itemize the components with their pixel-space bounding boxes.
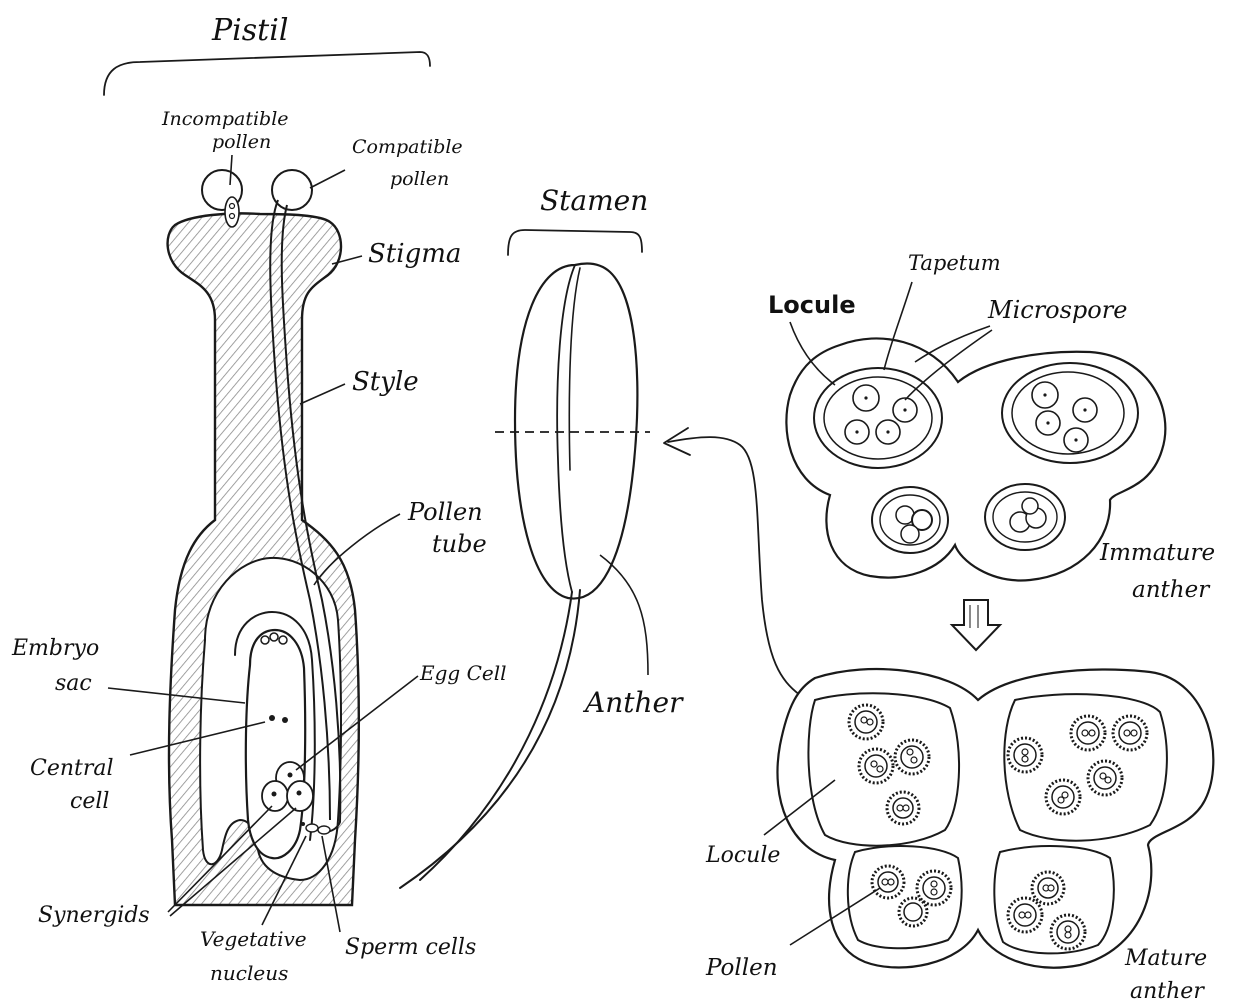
pistil-bracket [104, 52, 430, 95]
polar-nucleus [269, 715, 275, 721]
svg-text:Synergids: Synergids [38, 903, 150, 928]
svg-text:pollen: pollen [390, 168, 449, 190]
filament [400, 590, 580, 888]
svg-text:anther: anther [1132, 577, 1211, 603]
mature-anther: Locule Pollen Mature anther [705, 669, 1213, 1004]
svg-text:Central: Central [30, 756, 114, 781]
label-style: Style [300, 367, 419, 404]
svg-text:Mature: Mature [1124, 946, 1207, 971]
svg-text:anther: anther [1130, 979, 1205, 1004]
svg-text:Incompatible: Incompatible [161, 108, 289, 130]
svg-text:cell: cell [70, 789, 109, 814]
svg-text:nucleus: nucleus [210, 961, 288, 985]
filament [420, 592, 572, 880]
pistil: Pistil [11, 13, 507, 985]
svg-text:Sperm cells: Sperm cells [345, 935, 476, 960]
svg-text:pollen: pollen [212, 131, 271, 153]
compatible-pollen-grain [272, 170, 312, 210]
stamen-title: Stamen [540, 184, 648, 217]
label-immature-anther: Immature anther [1099, 540, 1215, 603]
svg-text:Tapetum: Tapetum [908, 251, 1001, 275]
svg-text:Vegetative: Vegetative [200, 927, 307, 951]
pistil-title: Pistil [211, 13, 288, 48]
svg-text:Locule: Locule [768, 291, 856, 319]
polar-nucleus [282, 717, 288, 723]
svg-text:Pollen: Pollen [407, 498, 483, 526]
svg-text:Embryo: Embryo [11, 636, 99, 661]
svg-text:Stigma: Stigma [368, 239, 461, 269]
left-arrow-icon [664, 428, 800, 695]
svg-text:Style: Style [352, 367, 419, 397]
svg-text:Egg Cell: Egg Cell [419, 661, 507, 685]
svg-text:tube: tube [432, 530, 487, 558]
label-anther: Anther [582, 686, 684, 719]
stamen-bracket [508, 230, 642, 255]
svg-text:Microspore: Microspore [987, 296, 1127, 324]
svg-text:Locule: Locule [705, 843, 780, 868]
svg-text:Compatible: Compatible [352, 136, 463, 158]
svg-text:sac: sac [55, 671, 92, 696]
svg-text:Pollen: Pollen [705, 955, 778, 981]
anther-body [515, 263, 637, 598]
label-compatible-pollen: Compatible pollen [310, 136, 463, 190]
svg-text:Immature: Immature [1099, 540, 1215, 566]
label-mature-anther: Mature anther [1124, 946, 1207, 1004]
down-arrow-icon [952, 600, 1000, 650]
immature-anther: Locule Tapetum Microspore Immature anthe… [768, 251, 1215, 603]
label-stigma: Stigma [332, 239, 461, 269]
